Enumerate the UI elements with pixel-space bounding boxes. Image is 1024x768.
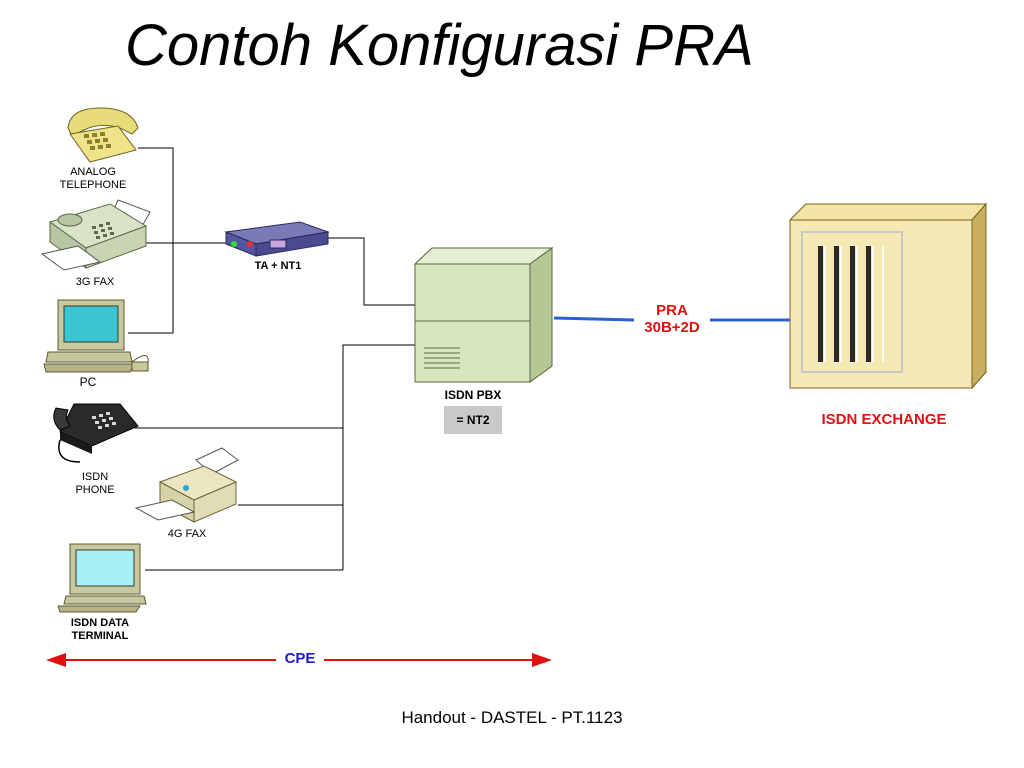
pc-label: PC <box>79 375 97 389</box>
pra-label-line1: PRA <box>656 302 688 319</box>
isdn-exchange-icon <box>788 202 988 390</box>
isdn-pbx-label: ISDN PBX <box>444 388 502 402</box>
fax-3g-icon <box>40 199 151 271</box>
line-lower-bus <box>342 344 415 570</box>
footer-text: Handout - DASTEL - PT.1123 <box>401 708 623 727</box>
fax-3g-label: 3G FAX <box>75 276 115 288</box>
isdn-exchange-label: ISDN EXCHANGE <box>821 411 947 428</box>
pc-icon <box>43 299 149 373</box>
isdn-data-terminal-icon <box>57 543 147 613</box>
analog-telephone-icon <box>67 107 139 163</box>
pra-link-left <box>553 316 635 322</box>
line-ta-to-pbx <box>327 237 415 306</box>
isdn-phone-label: ISDN PHONE <box>75 471 115 496</box>
isdn-pbx-icon <box>413 247 554 383</box>
isdn-data-terminal-label: ISDN DATA TERMINAL <box>70 617 130 642</box>
fax-4g-icon <box>134 447 239 523</box>
ta-nt1-label: TA + NT1 <box>254 260 302 272</box>
isdn-phone-icon <box>53 403 139 463</box>
slide-title: Contoh Konfigurasi PRA <box>125 13 754 78</box>
pra-label-line2: 30B+2D <box>644 319 700 336</box>
ta-nt1-icon <box>224 221 330 257</box>
connection-lines <box>128 147 415 571</box>
line-analog-telephone <box>128 147 174 334</box>
pra-label: PRA 30B+2D <box>626 302 718 336</box>
cpe-label: CPE <box>276 650 324 668</box>
fax-4g-label: 4G FAX <box>167 528 207 540</box>
analog-telephone-label: ANALOG TELEPHONE <box>59 166 127 191</box>
nt2-badge: = NT2 <box>444 406 502 434</box>
